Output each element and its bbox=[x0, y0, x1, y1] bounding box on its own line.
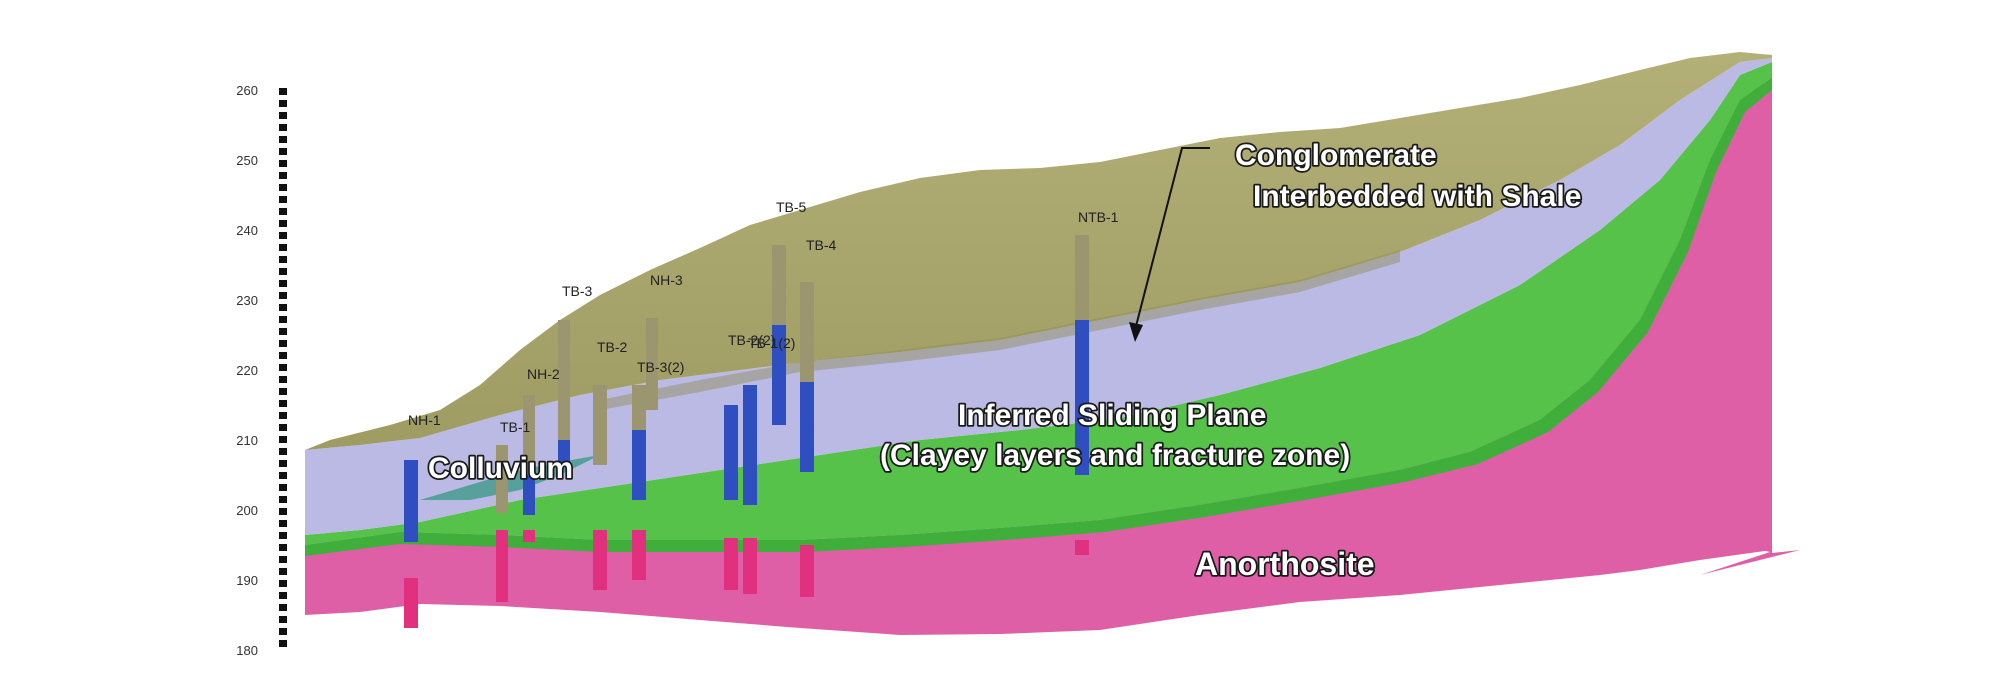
colluvium-label: Colluvium bbox=[428, 452, 573, 485]
label-tb-3: TB-3 bbox=[562, 283, 593, 299]
label-nh-1: NH-1 bbox=[408, 412, 441, 428]
borehole-tb-2-2[interactable] bbox=[724, 405, 738, 590]
borehole-tb-2-2-blue bbox=[724, 405, 738, 500]
borehole-tb-1-grey bbox=[496, 445, 508, 513]
label-tb-4: TB-4 bbox=[806, 237, 837, 253]
label-tb-1-2: TB-1(2) bbox=[748, 335, 795, 351]
tick-230: 230 bbox=[236, 293, 258, 308]
conglomerate-layer bbox=[305, 52, 1772, 450]
borehole-nh-2-grey bbox=[523, 395, 535, 475]
tick-260: 260 bbox=[236, 83, 258, 98]
shale-layer bbox=[305, 58, 1772, 535]
sliding-plane-layer bbox=[305, 62, 1772, 545]
borehole-tb-5[interactable] bbox=[772, 245, 786, 425]
borehole-tb-5-grey bbox=[772, 245, 786, 325]
label-ntb-1: NTB-1 bbox=[1078, 209, 1119, 225]
borehole-tb-1[interactable] bbox=[496, 445, 508, 602]
borehole-tb-2[interactable] bbox=[593, 385, 607, 590]
borehole-tb-3-grey bbox=[558, 320, 570, 440]
borehole-nh-1[interactable] bbox=[404, 460, 418, 628]
borehole-tb-4-blue bbox=[800, 382, 814, 472]
conglomerate-label-line2: Interbedded with Shale bbox=[1253, 180, 1581, 213]
borehole-tb-3-2-grey bbox=[632, 385, 646, 430]
anorthosite-label: Anorthosite bbox=[1195, 546, 1375, 582]
tick-190: 190 bbox=[236, 573, 258, 588]
borehole-nh-1-blue bbox=[404, 460, 418, 542]
tick-210: 210 bbox=[236, 433, 258, 448]
borehole-tb-1-2-blue bbox=[743, 385, 757, 505]
borehole-tb-1-2-pink bbox=[743, 538, 757, 594]
callout-arrowhead bbox=[1129, 322, 1143, 342]
elevation-scale: 260 250 240 230 220 210 200 190 180 bbox=[236, 83, 287, 658]
borehole-tb-3-2-pink bbox=[632, 530, 646, 580]
borehole-ntb-1[interactable] bbox=[1075, 235, 1089, 555]
borehole-tb-1-pink bbox=[496, 530, 508, 602]
boreholes bbox=[404, 235, 1089, 628]
tick-240: 240 bbox=[236, 223, 258, 238]
sliding-plane-label-line2: (Clayey layers and fracture zone) bbox=[880, 439, 1350, 472]
borehole-tb-4[interactable] bbox=[800, 282, 814, 597]
borehole-tb-5-blue bbox=[772, 325, 786, 425]
borehole-nh-2[interactable] bbox=[523, 395, 535, 542]
borehole-nh-2-blue bbox=[523, 475, 535, 515]
anorthosite-body bbox=[305, 72, 1772, 635]
borehole-tb-2-2-pink bbox=[724, 538, 738, 590]
label-tb-1: TB-1 bbox=[500, 419, 531, 435]
borehole-tb-2-pink bbox=[593, 530, 607, 590]
borehole-nh-3-grey bbox=[646, 318, 658, 410]
label-tb-3-2: TB-3(2) bbox=[637, 359, 684, 375]
borehole-nh-2-pink bbox=[523, 530, 535, 542]
colluvium-wedge bbox=[420, 455, 600, 500]
borehole-ntb-1-pink bbox=[1075, 540, 1089, 555]
tick-220: 220 bbox=[236, 363, 258, 378]
borehole-tb-2-grey bbox=[593, 385, 607, 465]
label-tb-5: TB-5 bbox=[776, 199, 807, 215]
borehole-ntb-1-grey bbox=[1075, 235, 1089, 320]
borehole-tb-1-2[interactable] bbox=[743, 385, 757, 594]
borehole-nh-3[interactable] bbox=[646, 318, 658, 410]
tick-180: 180 bbox=[236, 643, 258, 658]
label-nh-2: NH-2 bbox=[527, 366, 560, 382]
borehole-nh-1-pink bbox=[404, 578, 418, 628]
label-nh-3: NH-3 bbox=[650, 272, 683, 288]
borehole-tb-3-blue bbox=[558, 440, 570, 465]
label-tb-2-2: TB-2(2) bbox=[728, 332, 775, 348]
callout-line bbox=[1134, 147, 1210, 331]
sliding-plane-label-line1: Inferred Sliding Plane bbox=[958, 399, 1266, 432]
borehole-ntb-1-blue bbox=[1075, 320, 1089, 475]
borehole-labels: NH-1 TB-1 NH-2 TB-3 TB-2 NH-3 TB-3(2) TB… bbox=[408, 199, 1119, 435]
borehole-tb-4-grey bbox=[800, 282, 814, 382]
conglomerate-label-line1: Conglomerate bbox=[1235, 139, 1437, 172]
tick-250: 250 bbox=[236, 153, 258, 168]
borehole-tb-3-2[interactable] bbox=[632, 385, 646, 580]
borehole-tb-4-pink bbox=[800, 545, 814, 597]
label-tb-2: TB-2 bbox=[597, 339, 628, 355]
tick-200: 200 bbox=[236, 503, 258, 518]
borehole-tb-3-2-blue bbox=[632, 430, 646, 500]
borehole-tb-3[interactable] bbox=[558, 320, 570, 465]
conglomerate-callout-arrow bbox=[1129, 147, 1210, 342]
